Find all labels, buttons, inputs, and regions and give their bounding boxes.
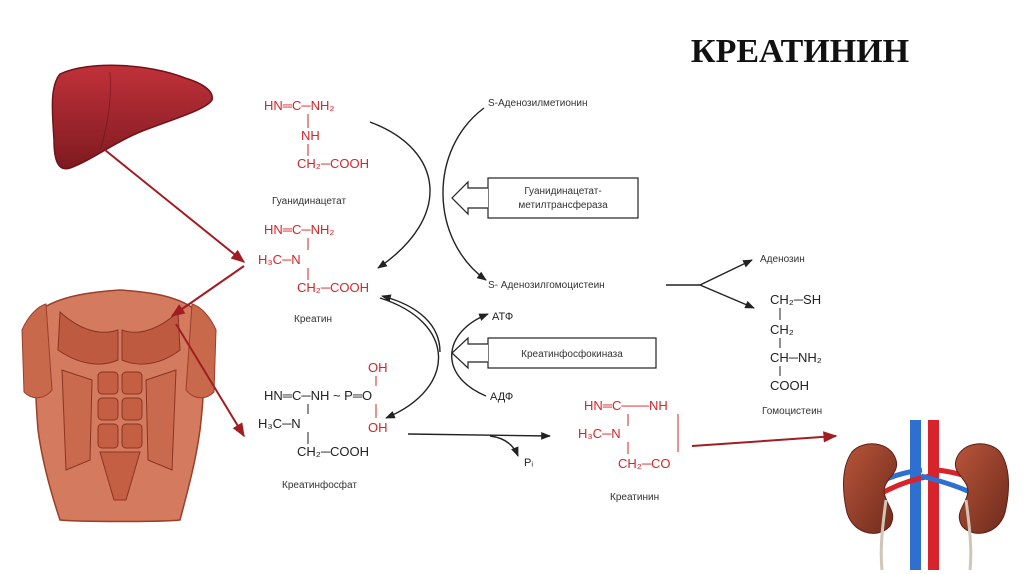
to-homocysteine-arrow (699, 284, 755, 309)
atp-label: АТФ (492, 311, 513, 323)
creatine-structure: HN═C─NH₂ H₃C─N CH₂─COOH Креатин (258, 222, 369, 325)
adp-to-atp-arrow (451, 313, 489, 397)
pi-label: Pᵢ (524, 457, 533, 469)
creatine-phosphate-oh-top: OH (368, 360, 388, 375)
creatine-line2: H₃C─N (258, 252, 301, 267)
creatinine-line3: CH₂─CO (618, 456, 671, 471)
creatine-phosphate-to-creatine-arrow (381, 294, 441, 353)
guanidinoacetate-line3: CH₂─COOH (297, 156, 369, 171)
creatine-phosphate-line3: CH₂─COOH (297, 444, 369, 459)
creatinine-name: Креатинин (610, 492, 659, 503)
sam-label: S-Аденозилметионин (488, 98, 588, 109)
creatine-line3: CH₂─COOH (297, 280, 369, 295)
pi-release-arrow (489, 435, 519, 457)
homocysteine-structure: CH₂─SH CH₂ CH─NH₂ COOH Гомоцистеин (762, 292, 822, 417)
ck-label: Креатинфосфокиназа (521, 348, 623, 360)
creatine-phosphate-line1: HN═C─NH ~ P═O (264, 388, 372, 403)
muscle-to-creatine-phosphate-arrow (175, 323, 245, 438)
creatine-line1: HN═C─NH₂ (264, 222, 334, 237)
homocysteine-line2: CH₂ (770, 322, 794, 337)
liver-to-creatine-arrow (104, 149, 246, 263)
creatine-to-creatine-phosphate-arrow (379, 297, 440, 419)
creatine-name: Креатин (294, 314, 332, 325)
homocysteine-line3: CH─NH₂ (770, 350, 822, 365)
gamt-label-line2: метилтрансфераза (518, 199, 608, 211)
homocysteine-line1: CH₂─SH (770, 292, 821, 307)
creatinine-line1: HN═C───NH (584, 398, 668, 413)
creatinine-line2: H₃C─N (578, 426, 621, 441)
gamt-label-line1: Гуанидинацетат- (524, 186, 601, 197)
creatine-phosphate-to-creatinine-arrow (407, 431, 551, 440)
page-title: КРЕАТИНИН (691, 33, 909, 70)
reaction-arrows (369, 107, 755, 457)
liver-icon (51, 64, 213, 170)
guanidinoacetate-name: Гуанидинацетат (272, 196, 346, 207)
creatine-phosphate-line2: H₃C─N (258, 416, 301, 431)
adenosine-label: Аденозин (760, 254, 805, 265)
creatine-phosphate-oh-bottom: OH (368, 420, 388, 435)
organ-arrows (104, 149, 838, 447)
gamt-enzyme-box: Гуанидинацетат- метилтрансфераза (451, 177, 639, 219)
creatinine-to-kidney-arrow (691, 431, 838, 447)
ck-enzyme-box: Креатинфосфокиназа (451, 336, 657, 370)
homocysteine-name: Гомоцистеин (762, 406, 822, 417)
adp-label: АДФ (490, 391, 513, 403)
methylation-arrow (369, 121, 431, 269)
creatine-phosphate-structure: OH HN═C─NH ~ P═O OH H₃C─N CH₂─COOH Креат… (258, 360, 388, 491)
creatinine-structure: HN═C───NH H₃C─N CH₂─CO Креатинин (578, 398, 679, 503)
guanidinoacetate-structure: HN═C─NH₂ NH CH₂─COOH Гуанидинацетат (264, 98, 369, 207)
creatine-phosphate-name: Креатинфосфат (282, 479, 357, 491)
homocysteine-line4: COOH (770, 378, 809, 393)
sam-to-sah-arrow (442, 107, 487, 281)
kidneys-icon (843, 420, 1009, 571)
guanidinoacetate-line1: HN═C─NH₂ (264, 98, 334, 113)
guanidinoacetate-line2: NH (301, 128, 320, 143)
to-adenosine-arrow (699, 259, 753, 286)
muscle-torso-icon (21, 289, 217, 523)
sah-label: S- Аденозилгомоцистеин (488, 280, 605, 291)
creatine-to-muscle-arrow (170, 265, 245, 317)
